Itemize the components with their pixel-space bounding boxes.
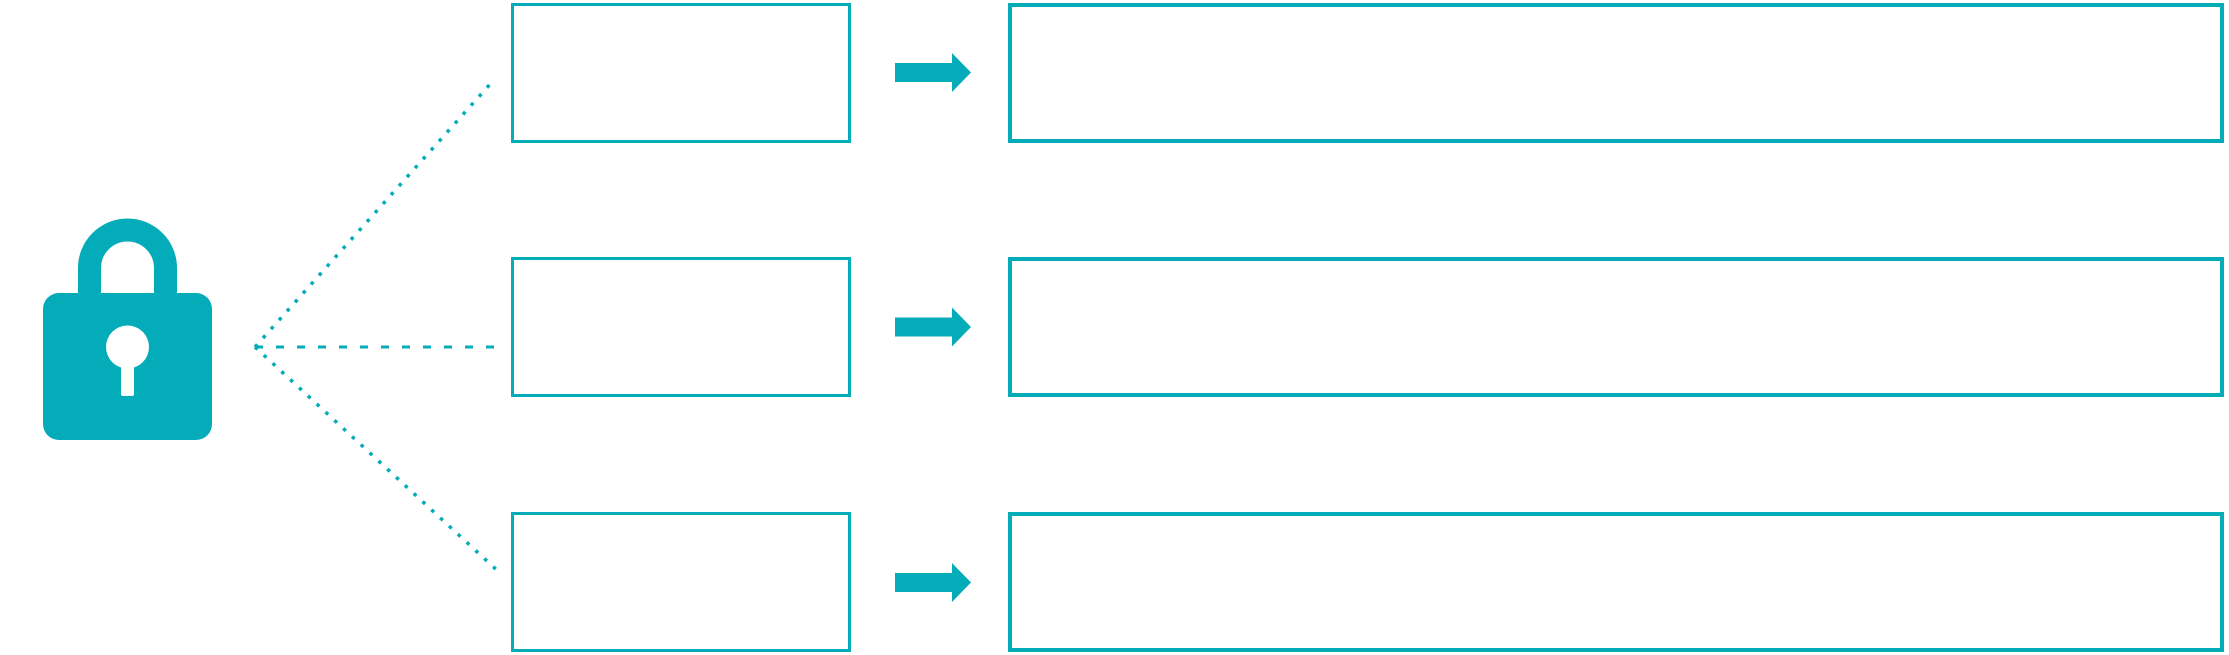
label-box-3 — [511, 512, 851, 652]
arrow-right-icon — [895, 53, 971, 92]
lock-icon — [43, 218, 212, 440]
connector-line-top — [253, 80, 494, 349]
arrow-right-icon — [895, 307, 971, 347]
detail-box-2 — [1008, 257, 2224, 397]
label-box-2 — [511, 257, 851, 397]
connector-line-bottom — [253, 345, 502, 575]
detail-box-1 — [1008, 3, 2224, 143]
arrow-right-icon — [895, 563, 971, 602]
detail-box-3 — [1008, 512, 2224, 652]
keyhole-circle — [106, 325, 149, 369]
keyhole-stem — [121, 350, 134, 396]
lock-shackle — [78, 218, 177, 305]
label-box-1 — [511, 3, 851, 143]
